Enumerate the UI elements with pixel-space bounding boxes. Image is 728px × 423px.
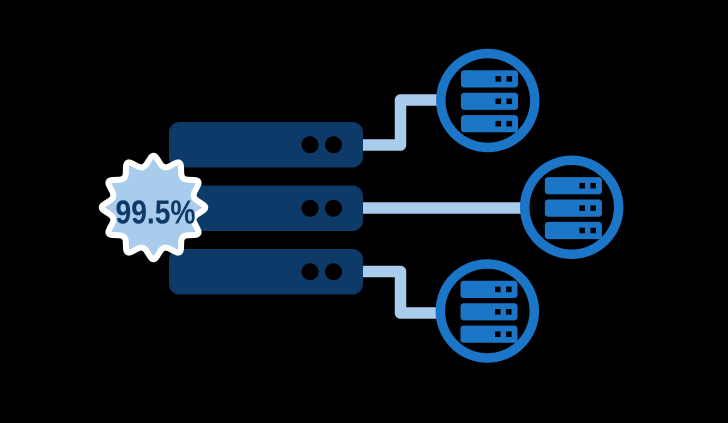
connector-top — [363, 94, 441, 151]
node-middle — [519, 155, 624, 260]
uptime-value: 99.5% — [116, 194, 196, 231]
node-middle-server-icon — [544, 177, 602, 240]
node-bottom-server-icon — [460, 280, 518, 343]
server-bar-2 — [169, 185, 363, 231]
server-stack — [169, 122, 363, 295]
node-top-server-icon — [461, 70, 518, 133]
server-bar-1 — [169, 122, 363, 168]
server-indicator-dots — [301, 136, 342, 281]
server-bar-3 — [169, 249, 363, 295]
nodes — [435, 48, 624, 363]
node-bottom — [435, 259, 540, 363]
node-top — [436, 48, 540, 153]
starburst-icon — [98, 152, 209, 263]
connectors — [363, 94, 526, 319]
connector-bottom — [363, 265, 441, 319]
uptime-badge: 99.5% — [98, 152, 209, 263]
